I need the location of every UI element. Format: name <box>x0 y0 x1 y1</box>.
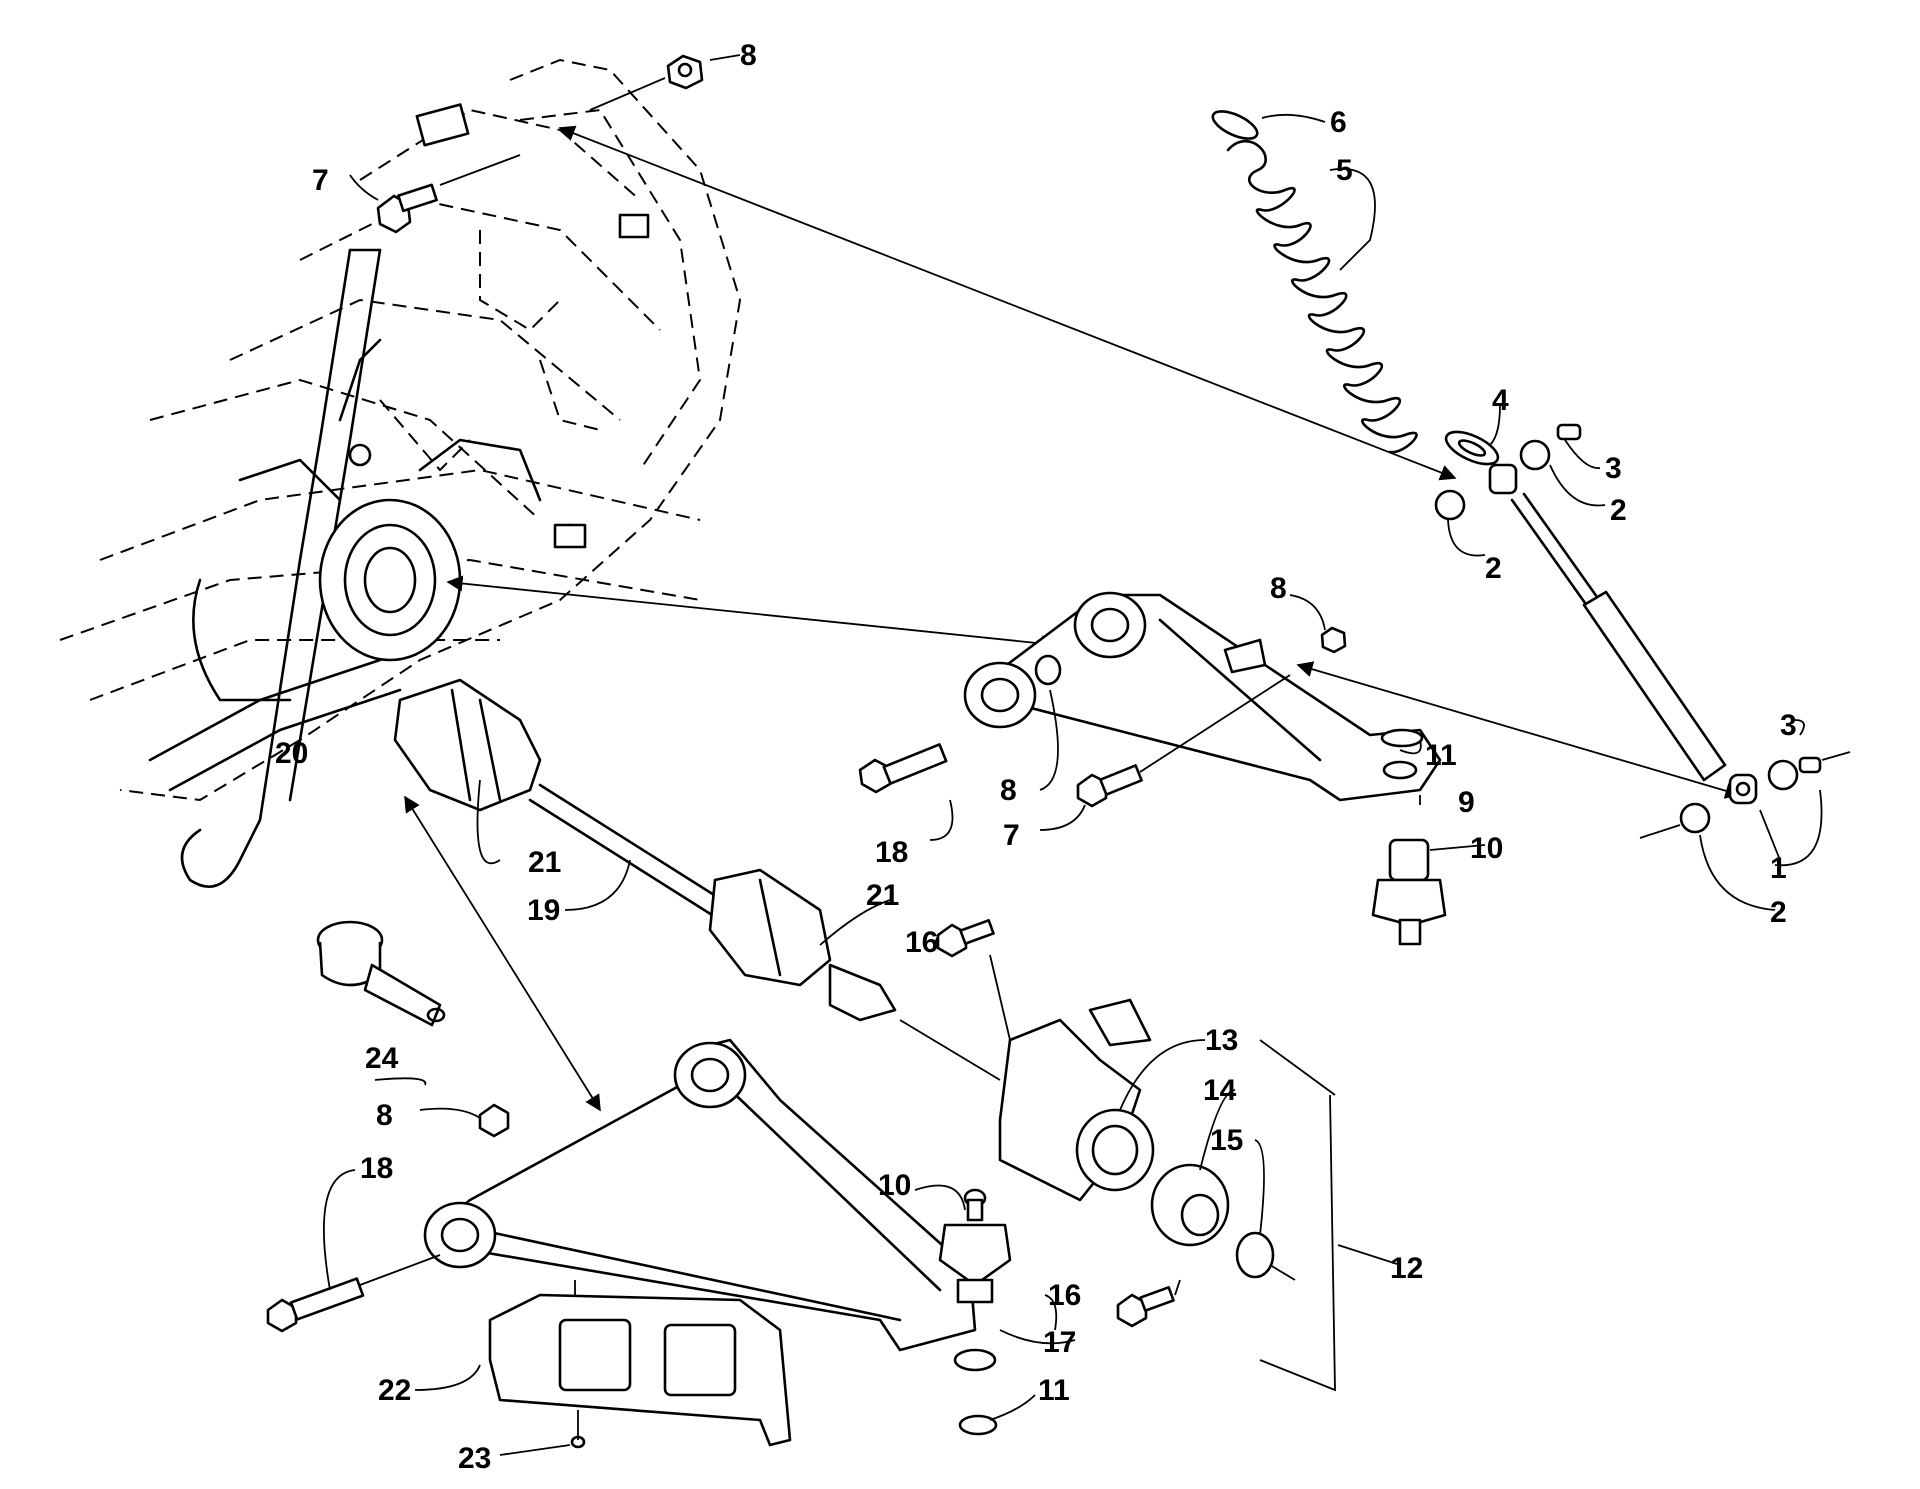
callout-5: 5 <box>1336 154 1353 187</box>
callout-19: 19 <box>527 894 560 927</box>
callout-8: 8 <box>740 39 757 72</box>
upper-ball-joint <box>1371 838 1447 946</box>
lower-arm-hardware <box>266 1103 998 1436</box>
callout-8: 8 <box>1000 774 1017 807</box>
shock-absorber <box>1488 463 1758 805</box>
callout-7: 7 <box>1003 819 1020 852</box>
callout-3: 3 <box>1780 709 1797 742</box>
hub-spacer <box>316 920 446 1027</box>
callout-18: 18 <box>875 836 908 869</box>
vehicle-frame <box>59 58 742 888</box>
callout-4: 4 <box>1492 384 1509 417</box>
callout-13: 13 <box>1205 1024 1238 1057</box>
lower-a-arm <box>423 1038 997 1372</box>
callout-11: 11 <box>1425 739 1457 772</box>
upper-frame-nut <box>589 54 704 111</box>
callout-14: 14 <box>1203 1074 1237 1107</box>
callout-6: 6 <box>1330 106 1347 139</box>
callout-9: 9 <box>1458 786 1475 819</box>
callout-7: 7 <box>312 164 329 197</box>
shock-spring <box>1211 110 1418 454</box>
lower-ball-joint <box>938 1188 1012 1304</box>
callout-17: 17 <box>1043 1326 1076 1359</box>
callout-16: 16 <box>905 926 938 959</box>
callout-1: 1 <box>1770 852 1787 885</box>
callout-3: 3 <box>1605 452 1622 485</box>
steering-knuckle <box>998 998 1155 1202</box>
callout-10: 10 <box>1470 832 1503 865</box>
callout-10: 10 <box>878 1169 911 1202</box>
leader-lines <box>322 54 1823 1456</box>
callout-2: 2 <box>1610 494 1627 527</box>
callout-12: 12 <box>1390 1252 1423 1285</box>
knuckle-bolt <box>936 918 1181 1328</box>
callout-18: 18 <box>360 1152 393 1185</box>
callout-labels: 8 7 6 5 4 3 2 2 8 11 9 10 3 1 2 20 8 7 1… <box>275 39 1797 1475</box>
callout-8: 8 <box>1270 572 1287 605</box>
callout-21: 21 <box>528 846 561 879</box>
spring-retainer <box>1444 430 1500 466</box>
callout-21: 21 <box>866 879 899 912</box>
callout-20: 20 <box>275 737 308 770</box>
upper-a-arm <box>963 591 1442 802</box>
upper-arm-hardware <box>858 626 1424 808</box>
callout-16: 16 <box>1048 1279 1081 1312</box>
callout-2: 2 <box>1485 552 1502 585</box>
callout-22: 22 <box>378 1374 411 1407</box>
snap-ring <box>1235 1231 1296 1281</box>
callout-15: 15 <box>1210 1124 1243 1157</box>
skid-plate <box>488 1280 792 1449</box>
callout-24: 24 <box>365 1042 399 1075</box>
upper-frame-bolt <box>376 154 521 234</box>
drive-axle <box>393 678 1001 1081</box>
callout-8: 8 <box>376 1099 393 1132</box>
wheel-bearing <box>1150 1163 1230 1247</box>
callout-23: 23 <box>458 1442 491 1475</box>
callout-2: 2 <box>1770 896 1787 929</box>
shock-bushings <box>1434 423 1851 839</box>
callout-11: 11 <box>1038 1374 1070 1407</box>
assembly-arrows <box>404 125 1742 1112</box>
